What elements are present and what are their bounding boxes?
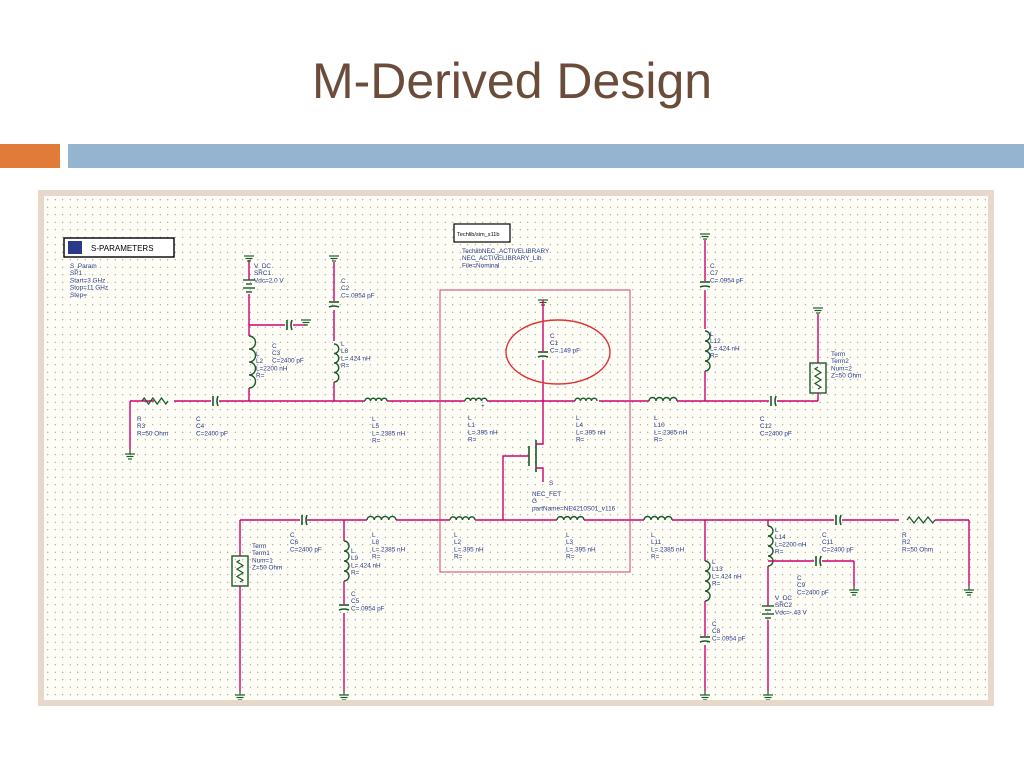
capacitor-plate bbox=[305, 514, 308, 526]
inductor-symbol bbox=[767, 525, 774, 567]
inductor-symbol bbox=[643, 515, 673, 521]
capacitor-plate bbox=[699, 285, 711, 288]
accent-bar-orange bbox=[0, 144, 60, 168]
inductor-symbol bbox=[704, 330, 711, 372]
capacitor-plate bbox=[216, 395, 219, 407]
capacitor-plate bbox=[774, 395, 777, 407]
plus-marker: + bbox=[481, 403, 485, 410]
resistor-symbol bbox=[813, 366, 823, 390]
inductor-symbol bbox=[449, 516, 476, 521]
capacitor-plate bbox=[819, 555, 822, 567]
highlight-circle bbox=[505, 319, 611, 385]
inductor-symbol bbox=[704, 560, 711, 602]
accent-bar-blue bbox=[68, 144, 1024, 168]
wire bbox=[502, 455, 529, 520]
inductor-symbol bbox=[648, 396, 678, 402]
resistor-symbol bbox=[141, 396, 169, 406]
slide-title: M-Derived Design bbox=[311, 53, 713, 109]
capacitor-plate bbox=[699, 640, 711, 643]
highlight-box bbox=[439, 289, 631, 573]
s-parameters-icon bbox=[68, 241, 82, 254]
capacitor-plate bbox=[839, 514, 842, 526]
resistor-symbol bbox=[906, 515, 936, 525]
inductor-symbol bbox=[343, 540, 350, 582]
fet-pin-s: S bbox=[549, 480, 553, 487]
capacitor-plate bbox=[328, 305, 340, 308]
techlib-box-label: Techlib/sim_s11b bbox=[457, 232, 500, 238]
capacitor-plate bbox=[338, 608, 350, 611]
techlib-block bbox=[453, 223, 511, 243]
wire bbox=[536, 467, 544, 482]
wire bbox=[536, 436, 544, 445]
capacitor-plate bbox=[537, 355, 549, 358]
inductor-symbol bbox=[248, 335, 257, 389]
inductor-symbol bbox=[333, 343, 340, 383]
s-parameters-block bbox=[63, 237, 175, 258]
s-parameters-header: S-PARAMETERS bbox=[91, 244, 154, 253]
inductor-symbol bbox=[556, 516, 585, 521]
capacitor-plate bbox=[290, 319, 293, 331]
inductor-symbol bbox=[464, 397, 488, 402]
inductor-symbol bbox=[364, 397, 388, 402]
inductor-symbol bbox=[574, 397, 598, 402]
inductor-symbol bbox=[366, 515, 397, 521]
resistor-symbol bbox=[235, 559, 245, 583]
